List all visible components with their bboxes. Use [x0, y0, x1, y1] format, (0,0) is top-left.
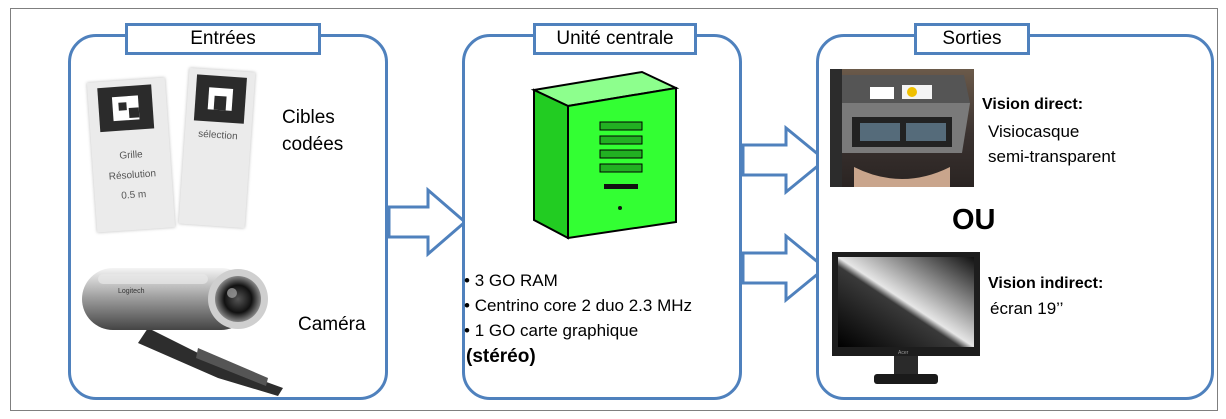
camera-label: Caméra: [298, 314, 366, 335]
monitor-illustration: Acer: [832, 252, 980, 384]
vision-direct-title: Vision direct:: [982, 96, 1084, 113]
spec-ram: • 3 GO RAM: [464, 271, 558, 290]
coded-target-card-2: sélection: [178, 67, 256, 229]
spec-gpu: • 1 GO carte graphique: [464, 321, 639, 340]
card1-text-2: Résolution: [108, 168, 157, 183]
card1-text-3: 0.5 m: [120, 189, 147, 202]
webcam-illustration: Logitech: [82, 268, 283, 396]
spec-cpu: • Centrino core 2 duo 2.3 MHz: [464, 296, 693, 315]
card2-text: sélection: [197, 128, 238, 143]
monitor-brand: Acer: [898, 350, 909, 356]
targets-label-line2: codées: [282, 134, 344, 155]
headset-photo: [830, 69, 974, 187]
vision-indirect-line1: écran 19’’: [990, 299, 1064, 318]
vision-direct-line1: Visiocasque: [988, 122, 1080, 141]
marker-square: [97, 84, 155, 133]
outputs-title: Sorties: [914, 23, 1030, 55]
central-unit-title: Unité centrale: [533, 23, 697, 55]
arrow-central-to-indirect: [741, 232, 828, 304]
camera-brand: Logitech: [118, 288, 145, 295]
or-label: OU: [952, 204, 996, 236]
server-tower-icon: [530, 70, 680, 240]
figure-frame: [10, 8, 1218, 411]
vision-indirect-title: Vision indirect:: [988, 275, 1104, 292]
card1-text-1: Grille: [119, 149, 144, 162]
arrow-central-to-direct: [741, 124, 828, 196]
vision-direct-line2: semi-transparent: [988, 147, 1116, 166]
arrow-inputs-to-central: [387, 186, 468, 258]
inputs-title: Entrées: [125, 23, 321, 55]
spec-stereo: (stéréo): [466, 346, 536, 367]
marker-square: [193, 74, 247, 124]
coded-target-card-1: Grille Résolution 0.5 m: [86, 77, 176, 233]
targets-label-line1: Cibles: [282, 107, 335, 128]
